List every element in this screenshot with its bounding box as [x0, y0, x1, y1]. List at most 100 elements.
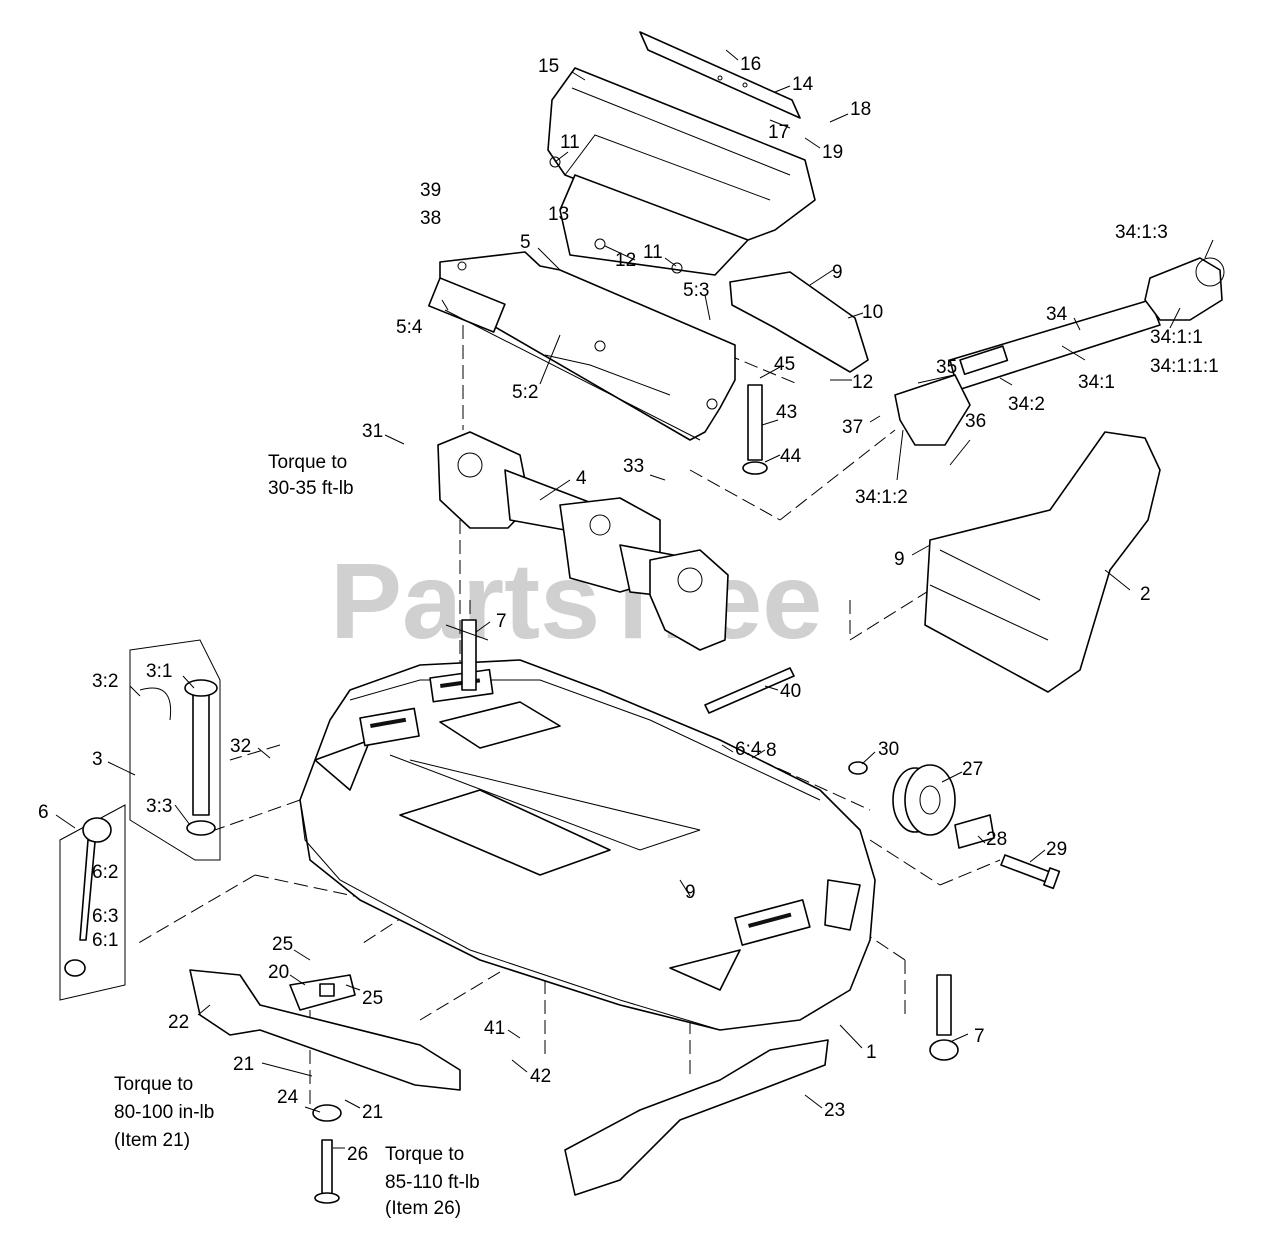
torque-note-26-line-2: 85-110 ft-lb — [385, 1172, 480, 1193]
callout-11: 11 — [560, 132, 580, 153]
callout-3-2: 3:2 — [92, 671, 118, 692]
callout-39: 39 — [420, 180, 441, 201]
callout-6-1: 6:1 — [92, 930, 118, 951]
callout-34-1-1: 34:1:1 — [1150, 327, 1203, 348]
torque-note-21-line-2: 80-100 in-lb — [114, 1102, 214, 1123]
torque-note-26-line-3: (Item 26) — [385, 1198, 461, 1219]
support-43 — [742, 384, 768, 475]
callout-13: 13 — [548, 204, 569, 225]
callout-4: 4 — [576, 468, 587, 489]
callout-23: 23 — [824, 1100, 845, 1121]
callout-3-3: 3:3 — [146, 796, 172, 817]
callout-3-1: 3:1 — [146, 661, 172, 682]
callout-6-3: 6:3 — [92, 906, 118, 927]
callout-9-c: 9 — [685, 882, 696, 903]
callout-7-b: 7 — [974, 1026, 985, 1047]
callout-34: 34 — [1046, 304, 1068, 325]
spindle-pin-7-bottom — [929, 974, 959, 1061]
deck-cover-5 — [427, 251, 736, 441]
callout-38: 38 — [420, 208, 441, 229]
callout-29: 29 — [1046, 839, 1067, 860]
callout-6-2: 6:2 — [92, 862, 118, 883]
callout-8: 8 — [766, 740, 777, 761]
height-pin-3 — [129, 639, 221, 861]
spring-40 — [704, 667, 795, 714]
callout-5-4: 5:4 — [396, 317, 423, 338]
callout-6: 6 — [38, 802, 49, 823]
callout-17: 17 — [768, 122, 789, 143]
callout-18: 18 — [850, 99, 871, 120]
callout-5: 5 — [520, 232, 531, 253]
callout-34-1: 34:1 — [1078, 372, 1115, 393]
bolt-26 — [314, 1139, 340, 1204]
torque-note-21-line-3: (Item 21) — [114, 1130, 190, 1151]
callout-11-b: 11 — [643, 242, 663, 263]
callout-34-2: 34:2 — [1008, 394, 1045, 415]
callout-33: 33 — [623, 456, 644, 477]
callout-40: 40 — [780, 681, 801, 702]
caster-wheel-27 — [892, 764, 956, 836]
blade-22 — [189, 969, 461, 1091]
axle-28 — [954, 814, 995, 849]
callout-21-b: 21 — [362, 1102, 383, 1123]
callout-25-b: 25 — [362, 988, 383, 1009]
pto-shaft-34 — [894, 257, 1225, 446]
callout-37: 37 — [842, 417, 863, 438]
callout-31: 31 — [362, 421, 383, 442]
callout-24: 24 — [277, 1087, 299, 1108]
callout-25: 25 — [272, 934, 293, 955]
callout-26: 26 — [347, 1144, 368, 1165]
callout-34-1-1-1: 34:1:1:1 — [1150, 356, 1219, 377]
callout-5-3: 5:3 — [683, 280, 709, 301]
bracket-plate-13 — [549, 156, 749, 276]
height-rod-6 — [59, 804, 126, 1001]
callout-10: 10 — [862, 302, 883, 323]
callout-35: 35 — [936, 357, 957, 378]
callout-3: 3 — [92, 749, 103, 770]
callout-6-4: 6:4 — [735, 739, 762, 760]
callout-20: 20 — [268, 962, 289, 983]
callout-9-b: 9 — [894, 549, 905, 570]
callout-32: 32 — [230, 736, 251, 757]
callout-44: 44 — [780, 446, 802, 467]
callout-34-1-2: 34:1:2 — [855, 487, 908, 508]
callout-labels: 15 16 14 18 17 19 11 39 13 38 5 12 11 5:… — [38, 54, 1219, 1165]
callout-12-b: 12 — [852, 372, 873, 393]
callout-19: 19 — [822, 142, 843, 163]
callout-16: 16 — [740, 54, 761, 75]
callout-43: 43 — [776, 402, 797, 423]
torque-note-26-line-1: Torque to — [385, 1144, 464, 1165]
spindle-pin-7-top — [445, 619, 489, 691]
callout-34-1-3: 34:1:3 — [1115, 222, 1168, 243]
torque-note-31: Torque to 30-35 ft-lb — [268, 452, 354, 499]
blade-23 — [564, 1039, 829, 1196]
callout-27: 27 — [962, 759, 983, 780]
callout-2: 2 — [1140, 584, 1151, 605]
torque-note-21: Torque to 80-100 in-lb (Item 21) — [114, 1074, 214, 1151]
mount-bar-14 — [639, 31, 801, 119]
rear-cover-10 — [729, 271, 869, 373]
mower-deck-1 — [299, 659, 876, 1031]
torque-note-26: Torque to 85-110 ft-lb (Item 26) — [385, 1144, 480, 1219]
washer-24 — [312, 1104, 342, 1122]
callout-30: 30 — [878, 739, 899, 760]
callout-12: 12 — [615, 250, 636, 271]
blade-adapter-20 — [289, 974, 356, 1011]
callout-36: 36 — [965, 411, 986, 432]
gearbox-assembly-4 — [437, 431, 729, 651]
callout-9: 9 — [832, 262, 843, 283]
callout-21: 21 — [233, 1054, 254, 1075]
torque-note-31-line-1: Torque to — [268, 452, 347, 473]
torque-note-31-line-2: 30-35 ft-lb — [268, 478, 354, 499]
callout-45: 45 — [774, 354, 795, 375]
callout-22: 22 — [168, 1012, 189, 1033]
callout-5-2: 5:2 — [512, 382, 538, 403]
callout-42: 42 — [530, 1066, 551, 1087]
bolt-29 — [1000, 854, 1061, 890]
callout-1: 1 — [866, 1042, 877, 1063]
torque-note-21-line-1: Torque to — [114, 1074, 193, 1095]
callout-28: 28 — [986, 829, 1007, 850]
leader-lines — [55, 49, 1214, 1149]
